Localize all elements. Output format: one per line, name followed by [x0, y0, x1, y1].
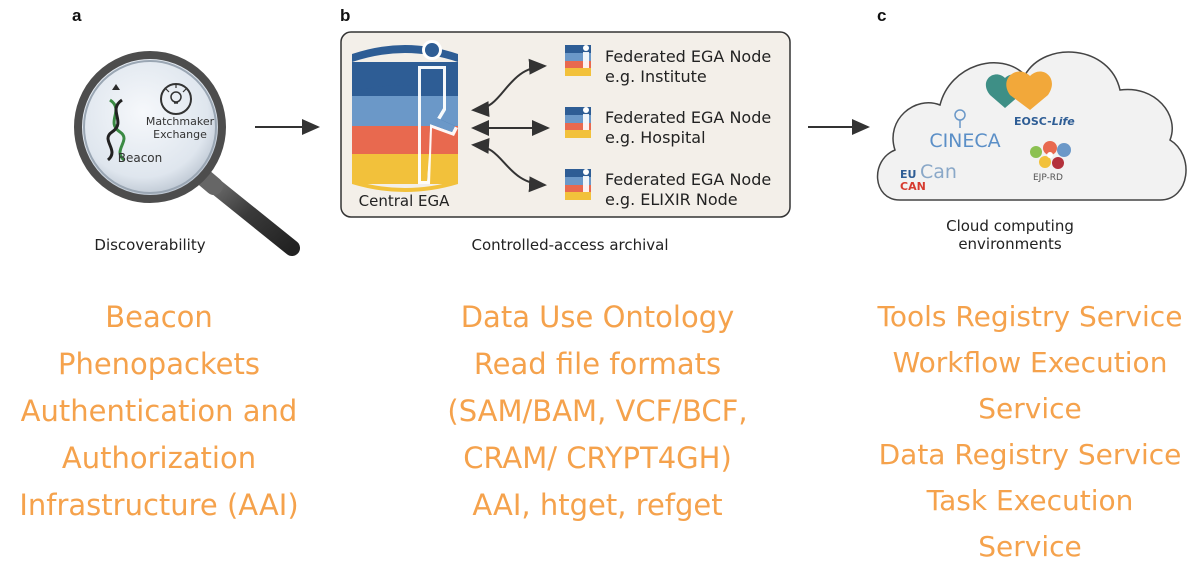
eosc-life-logo-icon: [985, 71, 1052, 110]
eucan-eu-label: EU: [900, 168, 916, 181]
lightbulb-icon: [160, 83, 192, 115]
eosc-life-label: EOSC-Life: [1014, 115, 1075, 128]
caption-cloud: Cloud computing environments: [920, 217, 1100, 253]
node-institute-subtitle: e.g. Institute: [605, 67, 707, 86]
panel-letter-c: c: [877, 6, 887, 25]
node-elixir-title: Federated EGA Node: [605, 170, 772, 189]
node-institute: Federated EGA Node e.g. Institute: [605, 47, 771, 87]
node-hospital-title: Federated EGA Node: [605, 108, 772, 127]
node-database-icon-institute: [565, 45, 591, 76]
standard-item: Authorization: [61, 441, 257, 475]
standard-item: (SAM/BAM, VCF/BCF,: [447, 394, 748, 428]
standards-left: Beacon Phenopackets Authentication and A…: [0, 294, 318, 529]
standard-item: Tools Registry Service: [877, 300, 1183, 333]
standard-item: CRAM/ CRYPT4GH): [463, 441, 732, 475]
caption-controlled-access: Controlled-access archival: [471, 236, 669, 254]
caption-cloud-line1: Cloud computing: [946, 217, 1074, 235]
node-hospital: Federated EGA Node e.g. Hospital: [605, 108, 771, 148]
eucan-can-label: CAN: [900, 180, 926, 193]
central-ega-label: Central EGA: [359, 192, 450, 210]
standard-item: Data Use Ontology: [460, 300, 735, 334]
dna-helix-icon: [106, 84, 126, 162]
standard-item: Beacon: [105, 300, 213, 334]
caption-cloud-line2: environments: [958, 235, 1062, 253]
standards-middle: Data Use Ontology Read file formats (SAM…: [420, 294, 775, 529]
standard-item: Read file formats: [473, 347, 722, 381]
node-database-icon-hospital: [565, 107, 591, 138]
ejp-rd-logo-icon: [1030, 141, 1071, 169]
matchmaker-label-line2: Exchange: [153, 128, 207, 141]
standard-item: Phenopackets: [57, 347, 261, 381]
node-elixir-subtitle: e.g. ELIXIR Node: [605, 190, 738, 209]
node-database-icon-elixir: [565, 169, 591, 200]
beacon-lens-label: Beacon: [118, 151, 163, 165]
eucan-can-big-label: Can: [920, 161, 957, 183]
standard-item: Authentication and: [20, 394, 298, 428]
ejp-rd-label: EJP-RD: [1033, 173, 1063, 183]
matchmaker-label-line1: Matchmaker: [146, 115, 215, 128]
central-ega-database-icon: [352, 40, 458, 192]
diagram-canvas: Matchmaker Exchange Beacon Central EGA: [74, 31, 1187, 256]
arrow-central-to-institute: [471, 58, 547, 118]
cineca-logo-icon: [954, 109, 966, 128]
standard-item: Infrastructure (AAI): [19, 488, 299, 522]
standard-item: AAI, htget, refget: [472, 488, 723, 522]
node-hospital-subtitle: e.g. Hospital: [605, 128, 706, 147]
magnifying-glass-icon: [74, 51, 300, 256]
standard-item: Service: [978, 392, 1082, 425]
panel-letter-b: b: [340, 6, 351, 25]
cineca-label: CINECA: [929, 130, 1000, 152]
standard-item: Workflow Execution: [892, 346, 1168, 379]
node-institute-title: Federated EGA Node: [605, 47, 772, 66]
arrow-central-to-elixir: [471, 137, 547, 193]
node-elixir: Federated EGA Node e.g. ELIXIR Node: [605, 170, 771, 210]
cloud-icon: [876, 51, 1187, 201]
standards-right: Tools Registry Service Workflow Executio…: [858, 294, 1202, 570]
standard-item: Service: [978, 530, 1082, 563]
caption-discoverability: Discoverability: [94, 236, 206, 254]
standard-item: Data Registry Service: [878, 438, 1182, 471]
panel-letter-a: a: [72, 6, 82, 25]
standard-item: Task Execution: [926, 484, 1134, 517]
